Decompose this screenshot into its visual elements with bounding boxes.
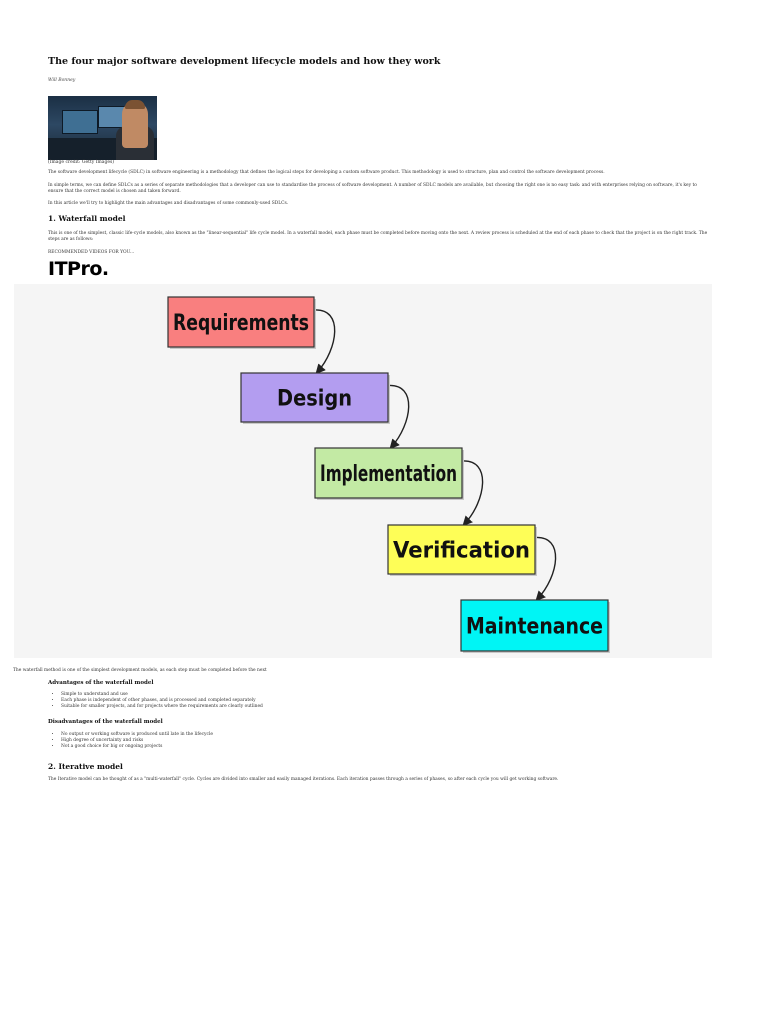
section-heading-iterative: 2. Iterative model <box>48 762 123 771</box>
intro-paragraph-3: In this article we'll try to highlight t… <box>48 201 289 206</box>
person-hair-shape <box>125 100 145 109</box>
list-item: Simple to understand and use <box>61 692 263 698</box>
intro-paragraph-2: In simple terms, we can define SDLCs as … <box>48 183 697 194</box>
arrow-connector <box>461 460 484 527</box>
step-rect <box>387 524 536 575</box>
disadvantages-list: No output or working software is produce… <box>48 732 213 749</box>
step-rect <box>314 447 463 499</box>
step-label: Design <box>277 387 352 412</box>
article-title: The four major software development life… <box>48 56 441 67</box>
step-label: Requirements <box>173 311 309 336</box>
step-label: Maintenance <box>466 615 603 640</box>
step-box-implementation: Implementation <box>314 447 464 500</box>
arrow-connector <box>313 309 336 375</box>
hero-image <box>48 96 157 160</box>
recommended-videos-label: RECOMMENDED VIDEOS FOR YOU... <box>48 250 135 255</box>
step-box-maintenance: Maintenance <box>460 599 610 653</box>
step-rect <box>240 372 389 423</box>
step-rect <box>460 599 609 652</box>
step-box-requirements: Requirements <box>167 296 316 349</box>
arrow-connector <box>534 536 557 602</box>
waterfall-intro-paragraph: This is one of the simplest, classic lif… <box>48 231 708 242</box>
figure-caption: The waterfall method is one of the simpl… <box>13 668 267 673</box>
section-heading-waterfall: 1. Waterfall model <box>48 214 126 223</box>
list-item: Not a good choice for big or ongoing pro… <box>61 744 213 750</box>
image-credit: (Image credit: Getty Images) <box>48 160 115 165</box>
advantages-heading: Advantages of the waterfall model <box>48 680 154 686</box>
iterative-paragraph: The Iterative model can be thought of as… <box>48 777 559 782</box>
person-shape <box>122 102 148 148</box>
list-item: No output or working software is produce… <box>61 732 213 738</box>
article-author[interactable]: Will Bonney <box>48 78 76 83</box>
advantages-list: Simple to understand and use Each phase … <box>48 692 263 709</box>
intro-paragraph-1: The software development lifecycle (SDLC… <box>48 170 605 175</box>
itpro-logo[interactable]: ITPro. <box>48 258 109 280</box>
monitor-shape <box>62 110 98 134</box>
step-rect <box>167 296 315 348</box>
waterfall-svg: RequirementsDesignImplementationVerifica… <box>167 296 610 653</box>
list-item: Each phase is independent of other phase… <box>61 698 263 704</box>
disadvantages-heading: Disadvantages of the waterfall model <box>48 719 163 725</box>
step-label: Implementation <box>320 462 457 487</box>
list-item: High degree of uncertainty and risks <box>61 738 213 744</box>
step-box-verification: Verification <box>387 524 537 576</box>
step-box-design: Design <box>240 372 390 424</box>
list-item: Suitable for smaller projects, and for p… <box>61 704 263 710</box>
arrow-connector <box>387 384 410 450</box>
step-label: Verification <box>393 539 530 564</box>
